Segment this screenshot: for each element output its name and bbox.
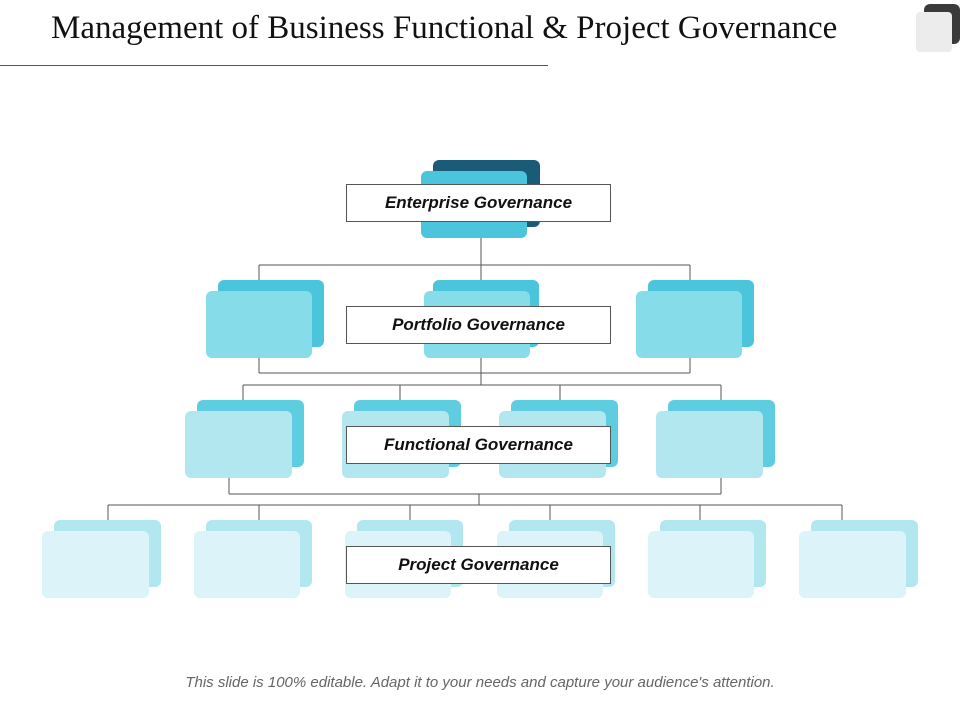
enterprise-governance-label: Enterprise Governance (346, 184, 611, 222)
page-title: Management of Business Functional & Proj… (51, 10, 838, 46)
project-node-front (648, 531, 754, 598)
functional-node-front (185, 411, 292, 478)
project-node-front (799, 531, 906, 598)
title-underline (0, 65, 548, 66)
portfolio-governance-label: Portfolio Governance (346, 306, 611, 344)
portfolio-node-front (206, 291, 312, 358)
connector-lines (107, 238, 843, 532)
corner-logo-icon (916, 4, 960, 52)
project-node-front (42, 531, 149, 598)
project-node-front (194, 531, 300, 598)
functional-node-front (656, 411, 763, 478)
project-governance-label: Project Governance (346, 546, 611, 584)
corner-logo-front (916, 12, 952, 52)
portfolio-node-front (636, 291, 742, 358)
footer-note: This slide is 100% editable. Adapt it to… (185, 674, 775, 691)
functional-governance-label: Functional Governance (346, 426, 611, 464)
